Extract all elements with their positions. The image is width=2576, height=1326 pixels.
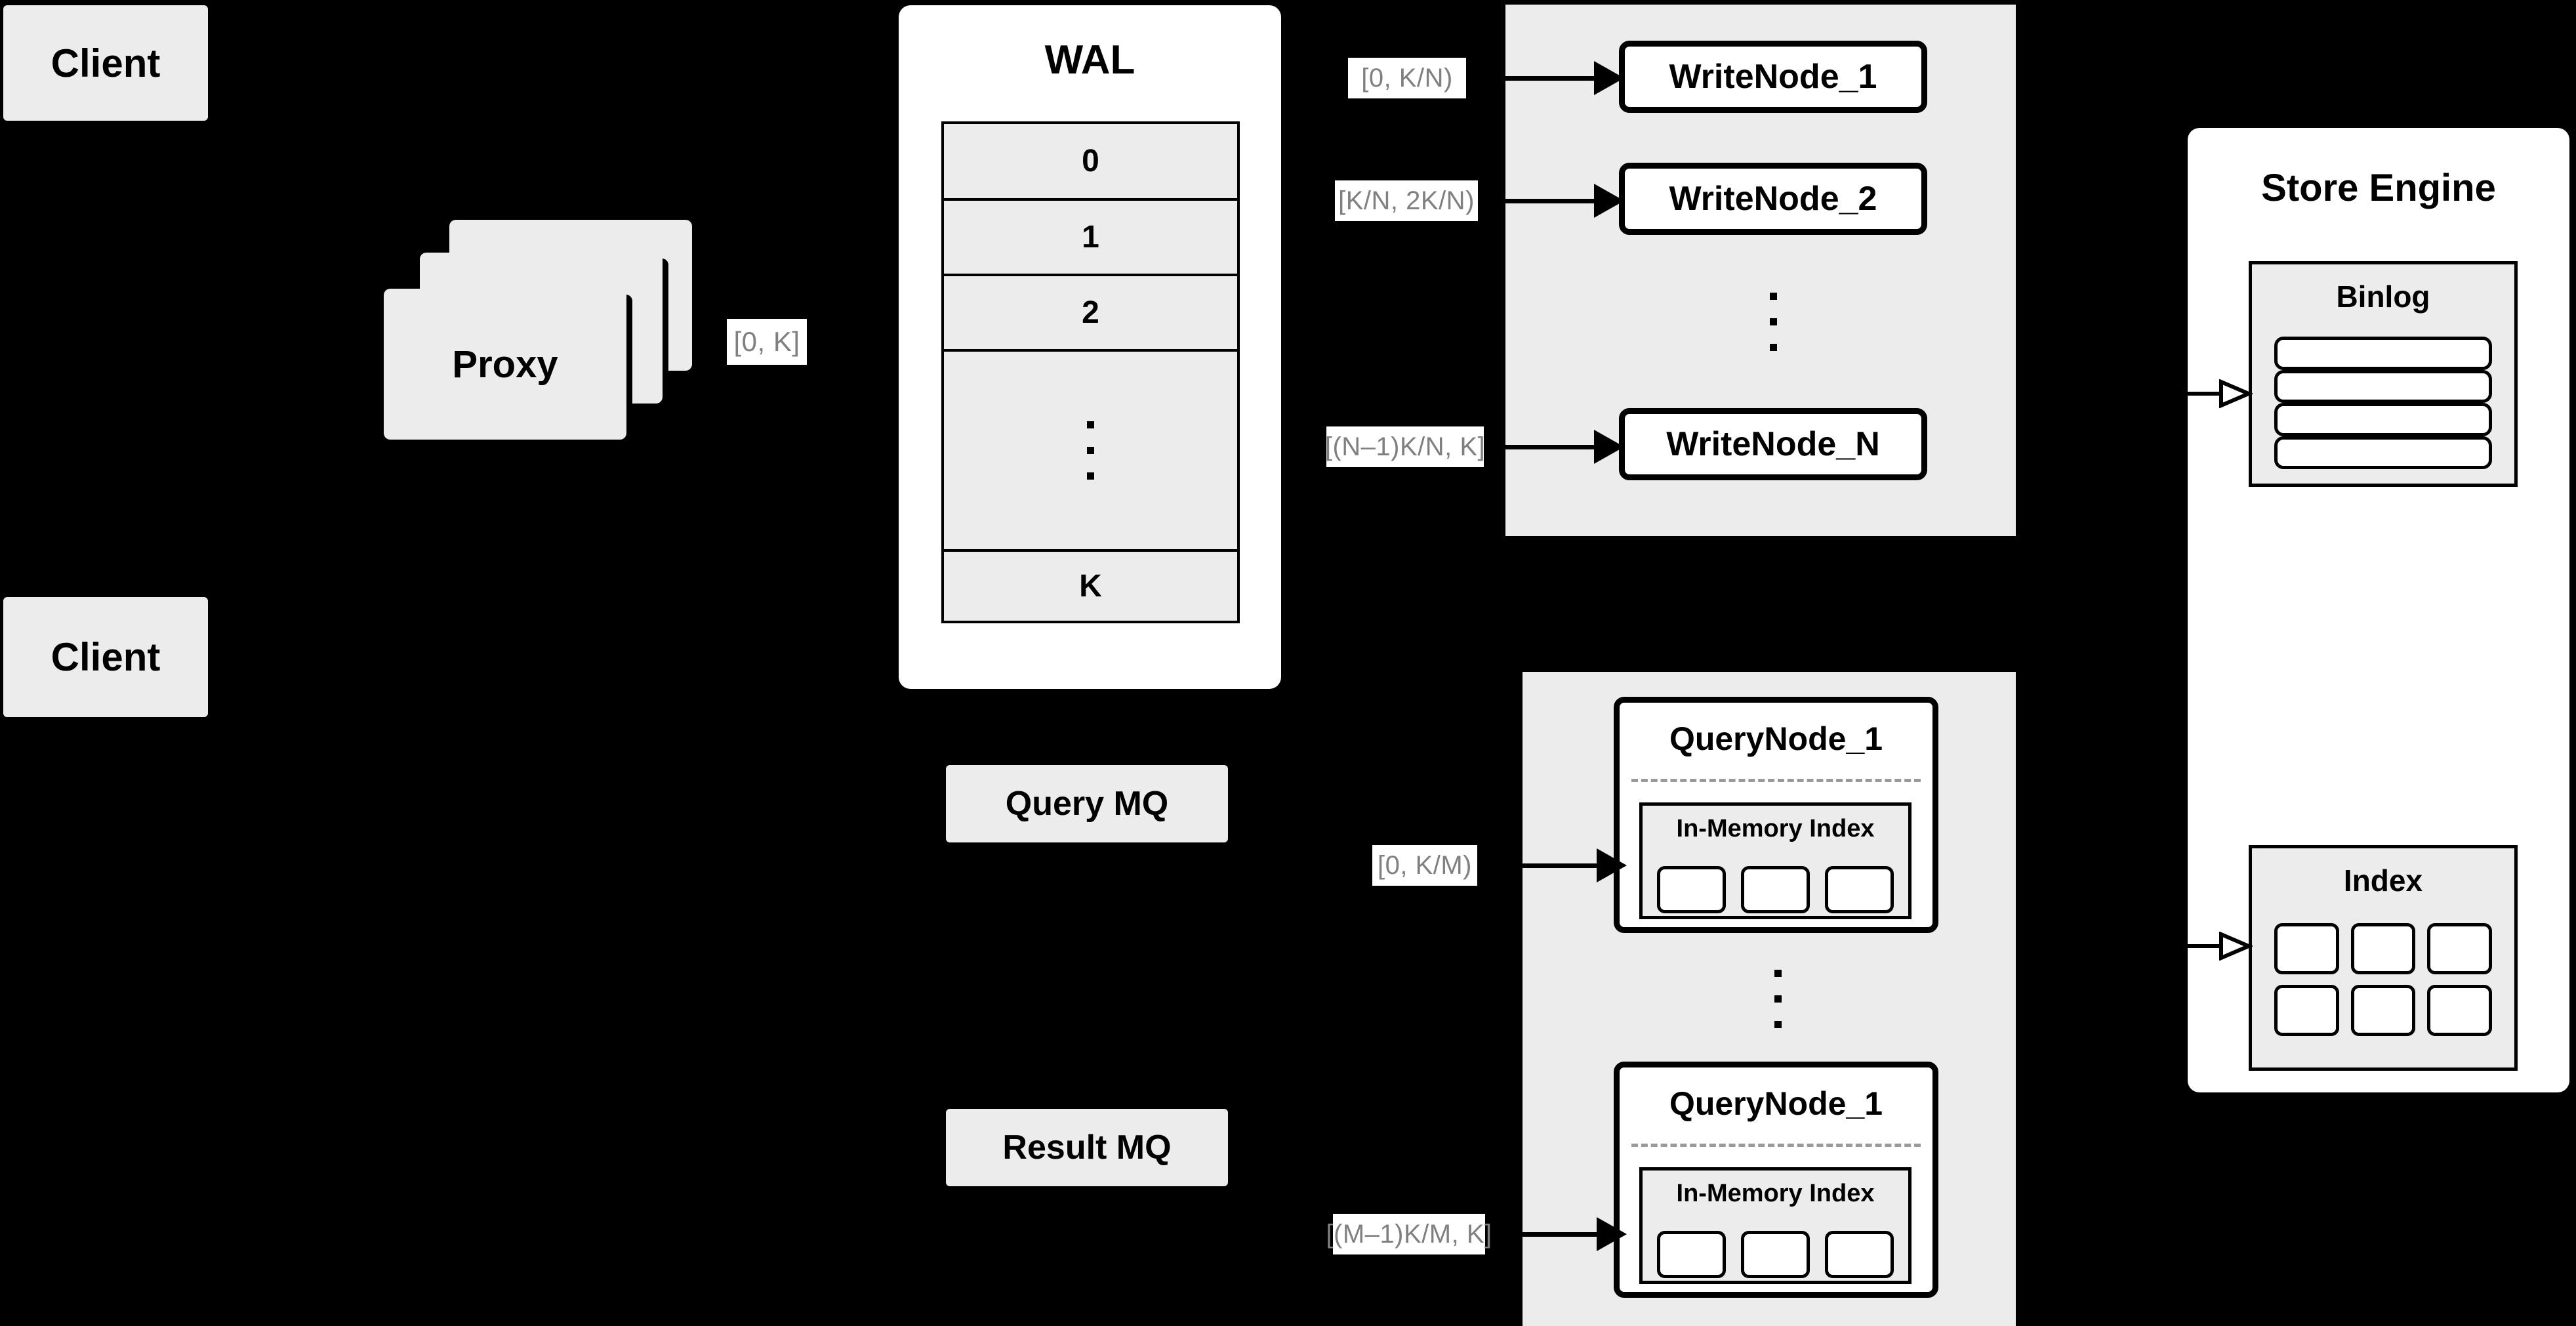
- index-slot[interactable]: [1657, 866, 1726, 913]
- wal-table: 0 1 2 K: [941, 121, 1240, 623]
- store-index-box: Index: [2249, 845, 2518, 1071]
- index-slot[interactable]: [2274, 923, 2339, 974]
- write-node-n-label: WriteNode_N: [1666, 425, 1880, 463]
- query-node-1-index-title: In-Memory Index: [1676, 815, 1875, 842]
- write-node-n[interactable]: WriteNode_N: [1619, 408, 1927, 480]
- wal-title: WAL: [1044, 37, 1135, 83]
- index-slot[interactable]: [2350, 985, 2416, 1036]
- write-node-2-range-label: [K/N, 2K/N): [1335, 180, 1478, 221]
- wal-cell-k[interactable]: K: [944, 552, 1237, 621]
- query-node-2-arrow: [1502, 1217, 1627, 1251]
- binlog-inbound-arrow: [2184, 379, 2254, 409]
- result-mq-box[interactable]: Result MQ: [946, 1109, 1228, 1186]
- proxy-card-front[interactable]: Proxy: [384, 289, 626, 440]
- query-node-2-separator: [1631, 1144, 1921, 1147]
- query-node-1[interactable]: QueryNode_1 In-Memory Index: [1614, 697, 1938, 933]
- write-node-1-range-label: [0, K/N): [1348, 58, 1466, 98]
- query-node-2-index-slots: [1657, 1231, 1894, 1278]
- write-node-2-arrow: [1496, 184, 1624, 218]
- index-slot[interactable]: [1741, 1231, 1810, 1278]
- store-index-title: Index: [2343, 863, 2423, 898]
- binlog-box: Binlog: [2249, 261, 2518, 487]
- wal-cell-ellipsis: [944, 352, 1237, 552]
- query-node-1-index-slots: [1657, 866, 1894, 913]
- wal-cell-0[interactable]: 0: [944, 124, 1237, 201]
- write-node-1[interactable]: WriteNode_1: [1619, 41, 1927, 113]
- index-slot[interactable]: [2427, 985, 2492, 1036]
- write-node-n-arrow: [1496, 430, 1624, 464]
- write-node-n-range-label: [(N–1)K/N, K]: [1325, 426, 1485, 467]
- query-node-2[interactable]: QueryNode_1 In-Memory Index: [1614, 1062, 1938, 1298]
- binlog-row[interactable]: [2274, 369, 2492, 403]
- client-bottom-label: Client: [51, 635, 161, 679]
- write-node-2-label: WriteNode_2: [1669, 180, 1877, 218]
- query-node-2-index-box: In-Memory Index: [1639, 1167, 1912, 1284]
- client-box-top[interactable]: Client: [3, 5, 208, 121]
- store-engine-title: Store Engine: [2261, 167, 2496, 209]
- proxy-range-label: [0, K]: [727, 319, 807, 365]
- store-index-grid: [2274, 923, 2492, 1036]
- proxy-label: Proxy: [452, 342, 558, 386]
- binlog-title: Binlog: [2336, 280, 2430, 314]
- store-index-inbound-arrow: [2184, 931, 2254, 961]
- index-slot[interactable]: [1741, 866, 1810, 913]
- query-node-2-range-label: [(M–1)K/M, K]: [1326, 1214, 1492, 1254]
- query-node-1-label: QueryNode_1: [1669, 720, 1883, 757]
- index-slot[interactable]: [2350, 923, 2416, 974]
- query-mq-box[interactable]: Query MQ: [946, 765, 1228, 842]
- binlog-row[interactable]: [2274, 403, 2492, 436]
- index-slot[interactable]: [1657, 1231, 1726, 1278]
- write-cluster-ellipsis-dots: [1737, 269, 1809, 374]
- index-slot[interactable]: [2427, 923, 2492, 974]
- open-arrow-icon: [2184, 931, 2254, 961]
- client-box-bottom[interactable]: Client: [3, 597, 208, 717]
- write-node-1-arrow: [1496, 61, 1624, 95]
- query-node-1-arrow: [1502, 848, 1627, 882]
- index-slot[interactable]: [2274, 985, 2339, 1036]
- open-arrow-icon: [2184, 379, 2254, 409]
- client-top-label: Client: [51, 41, 161, 85]
- index-slot[interactable]: [1825, 866, 1894, 913]
- query-cluster-ellipsis-dots: [1742, 945, 1814, 1053]
- binlog-row[interactable]: [2274, 436, 2492, 469]
- index-slot[interactable]: [1825, 1231, 1894, 1278]
- query-node-2-index-title: In-Memory Index: [1676, 1180, 1875, 1207]
- wal-cell-2[interactable]: 2: [944, 276, 1237, 352]
- wal-ellipsis-dots: [944, 352, 1237, 549]
- query-node-1-range-label: [0, K/M): [1372, 845, 1477, 886]
- query-node-2-label: QueryNode_1: [1669, 1085, 1883, 1122]
- write-node-2[interactable]: WriteNode_2: [1619, 163, 1927, 235]
- query-node-1-index-box: In-Memory Index: [1639, 802, 1912, 919]
- binlog-row[interactable]: [2274, 337, 2492, 370]
- wal-cell-1[interactable]: 1: [944, 201, 1237, 276]
- query-node-1-separator: [1631, 779, 1921, 782]
- query-mq-label: Query MQ: [1005, 785, 1169, 823]
- binlog-rows: [2274, 337, 2492, 469]
- write-node-1-label: WriteNode_1: [1669, 58, 1877, 96]
- result-mq-label: Result MQ: [1002, 1129, 1172, 1167]
